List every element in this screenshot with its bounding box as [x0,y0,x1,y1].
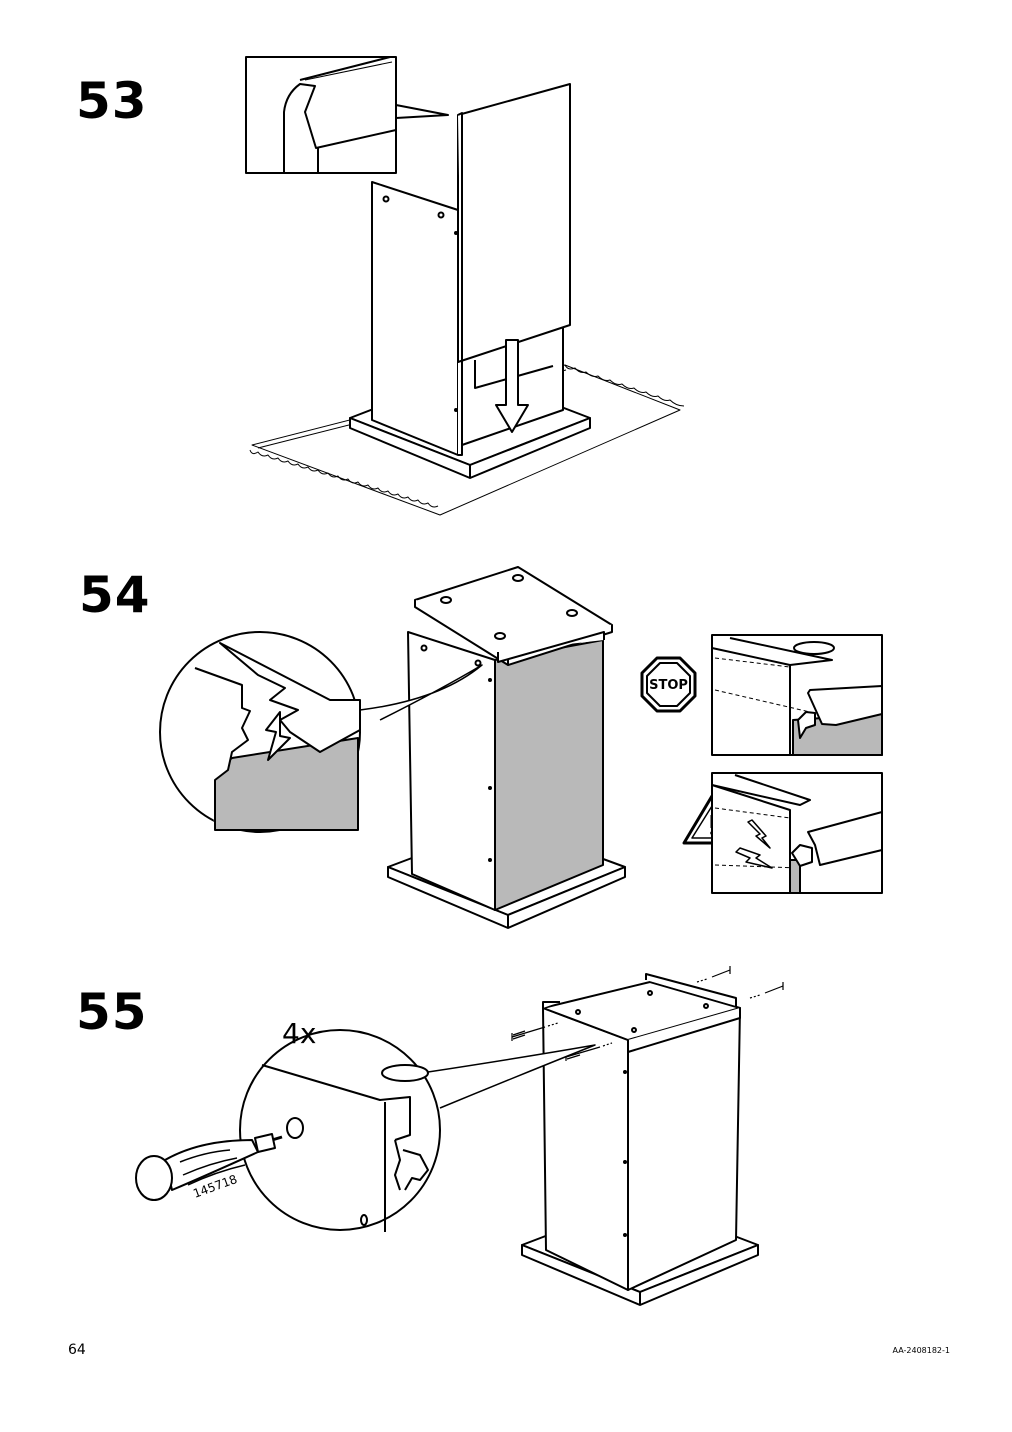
screwdriver-icon [135,1133,283,1201]
step-55-illustration: 4x 145718 [135,966,784,1306]
screw-icon [749,982,784,999]
stop-sign-text: STOP [649,678,688,693]
back-panel [457,83,571,363]
screw-icon [696,966,731,983]
down-arrow-icon [495,339,529,433]
top-panel [414,566,613,666]
step-54-illustration: STOP [159,566,883,929]
page-number: 64 [68,1342,86,1358]
stop-sign-icon: STOP [640,656,697,713]
side-panel [407,631,496,911]
step-54-number: 54 [79,566,151,624]
detail-box-groove [245,56,449,174]
step-53-number: 53 [76,72,148,130]
crack-lightning-icon [735,819,773,869]
step-55-number: 55 [76,983,148,1041]
detail-box-correct [711,634,883,756]
step-53-illustration [245,56,685,516]
screw-icon [511,1022,559,1041]
detail-circle-screwing [239,1029,596,1232]
document-code: AA-2408182-1 [892,1346,950,1355]
detail-box-incorrect [711,772,883,894]
side-panel [371,181,463,456]
cabinet-carcass [542,973,741,1291]
detail-circle-top [159,631,483,833]
back-panel-shaded [494,639,604,911]
rug-fringe [249,364,685,508]
quantity-label: 4x [282,1017,316,1050]
